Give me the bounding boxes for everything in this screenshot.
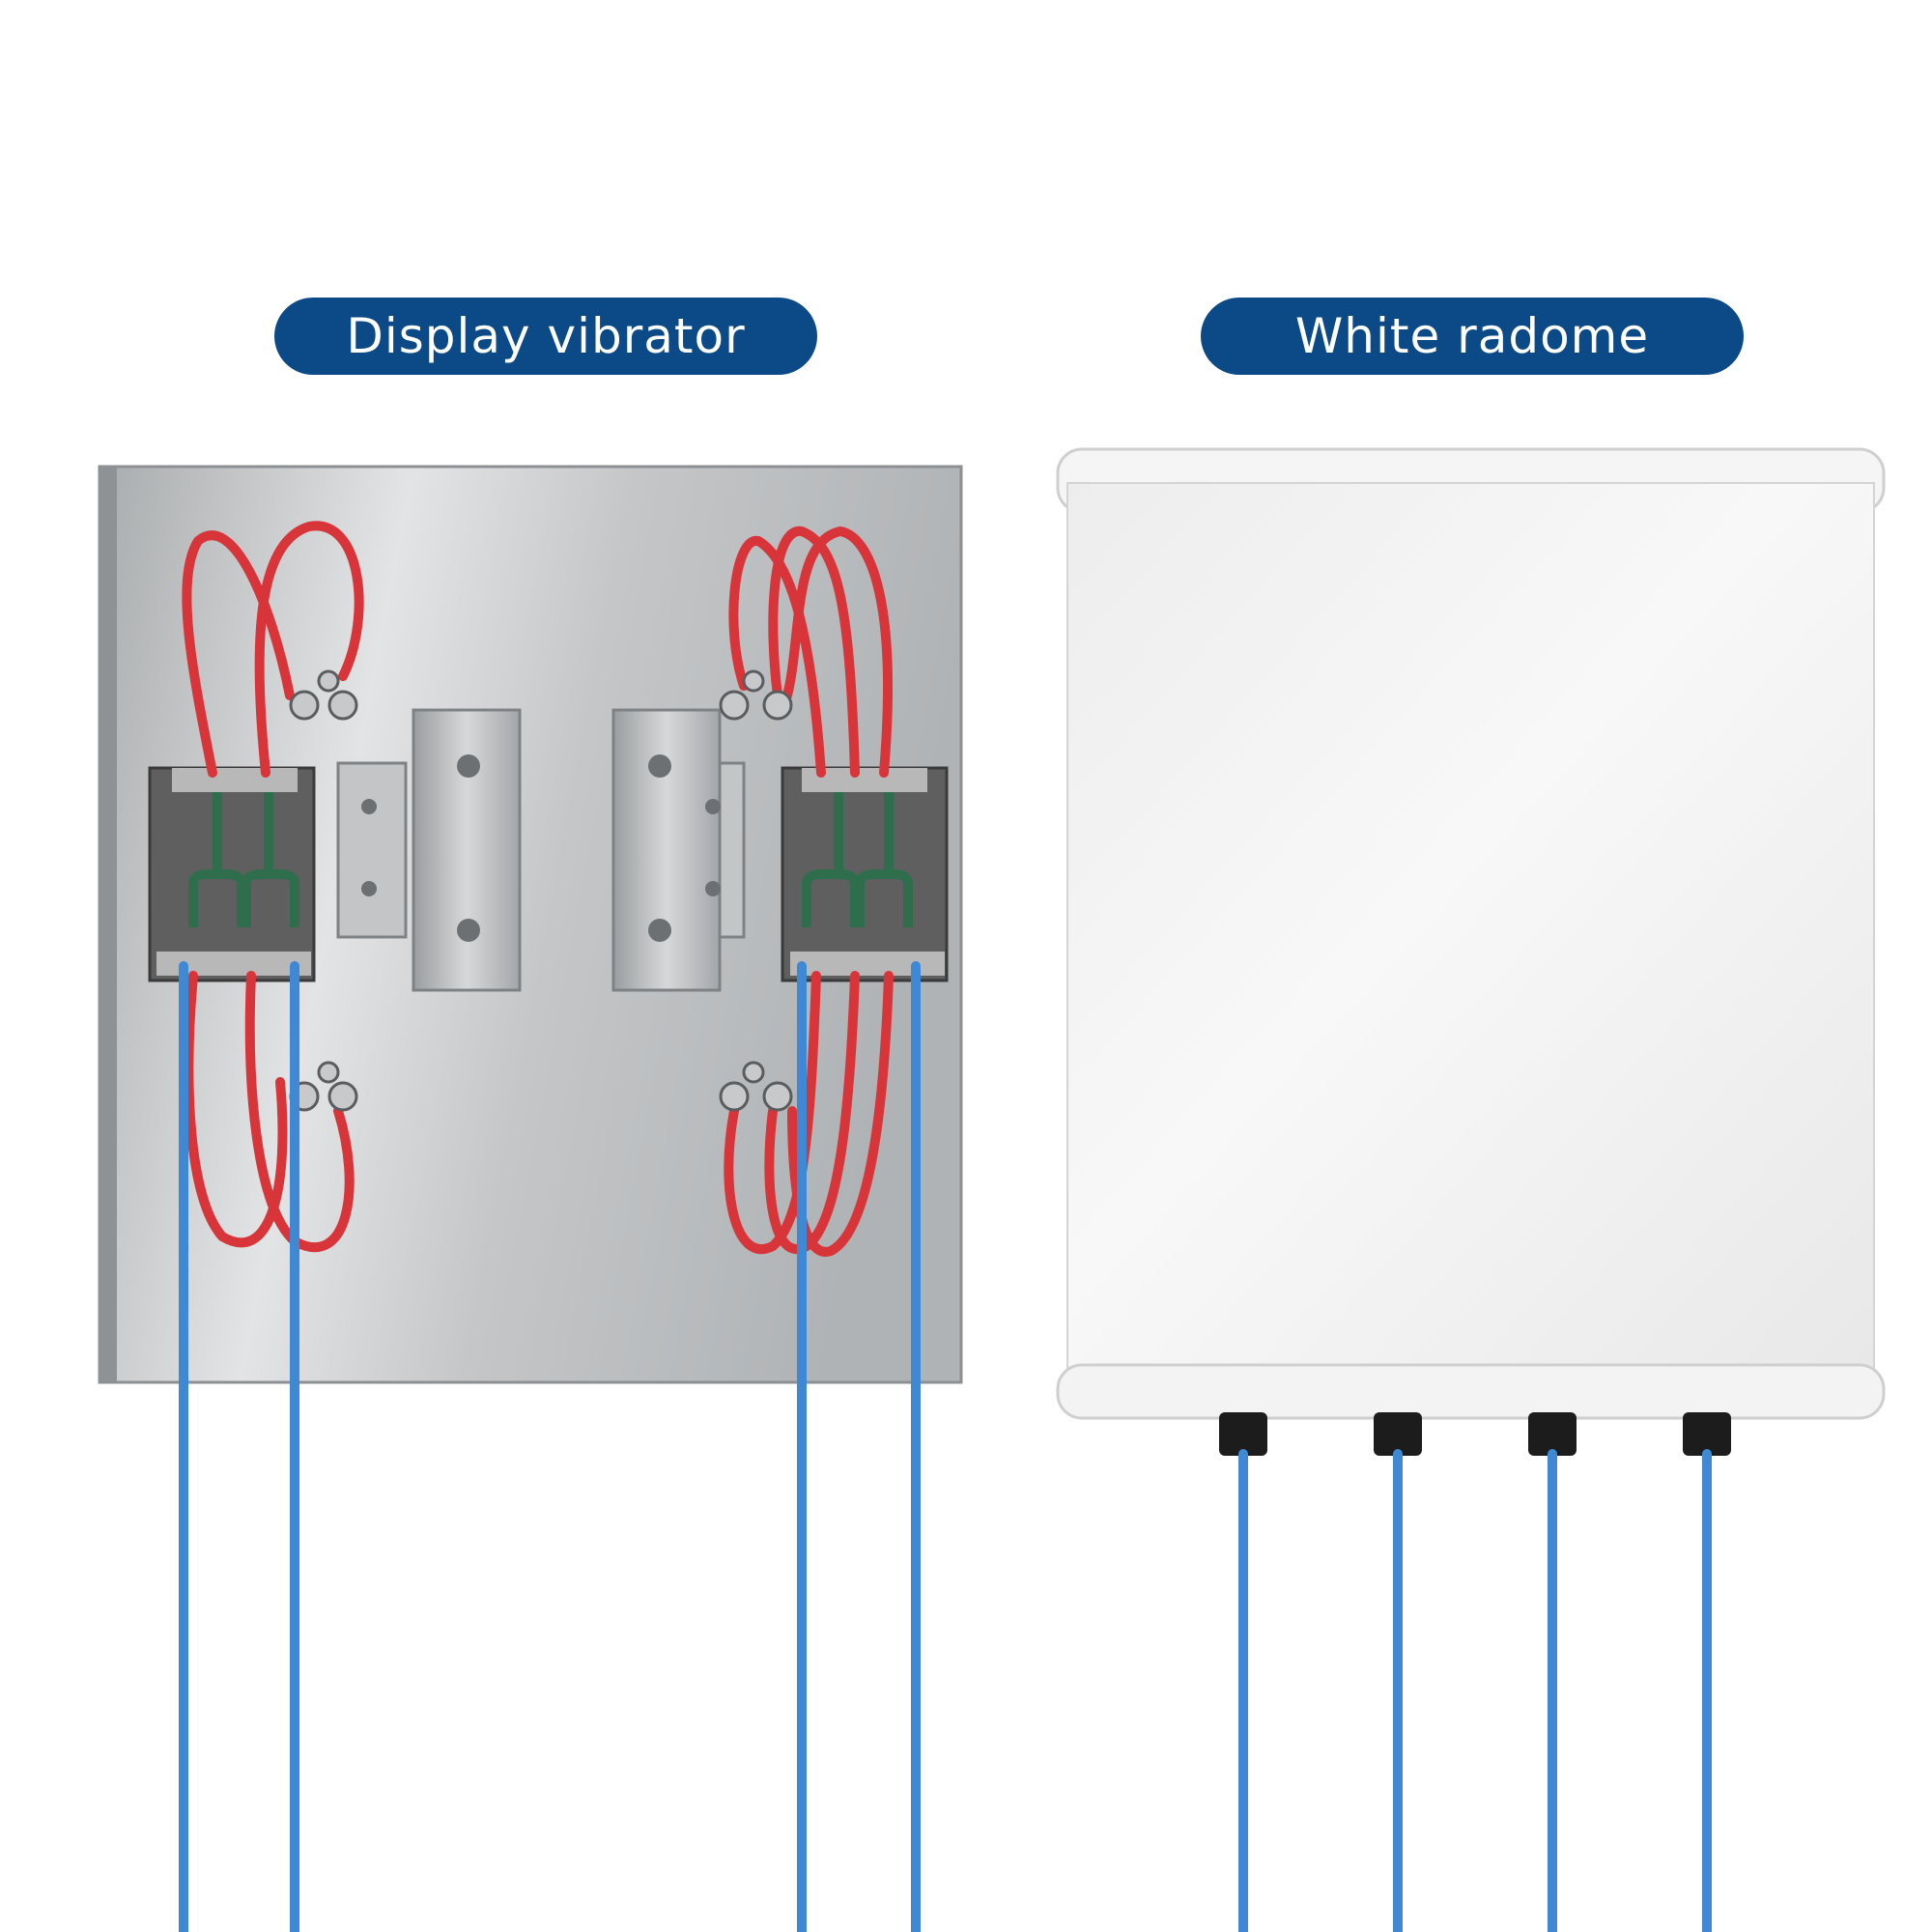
display-vibrator-label: Display vibrator xyxy=(274,298,817,375)
red-cables-left xyxy=(182,521,364,1253)
radome-connectors xyxy=(1219,1412,1731,1456)
mounting-bracket-left xyxy=(336,708,522,992)
red-cables-right xyxy=(724,526,894,1257)
radome xyxy=(1056,447,1886,1420)
feed-board-left xyxy=(148,766,316,982)
feed-board-right xyxy=(781,766,949,982)
blue-cables-right-panel xyxy=(1238,1449,1712,1932)
display-vibrator-text: Display vibrator xyxy=(346,308,746,364)
mounting-bracket-right xyxy=(611,708,746,992)
blue-cables-left-panel xyxy=(179,961,921,1932)
white-radome-label: White radome xyxy=(1201,298,1744,375)
white-radome-text: White radome xyxy=(1294,308,1650,364)
